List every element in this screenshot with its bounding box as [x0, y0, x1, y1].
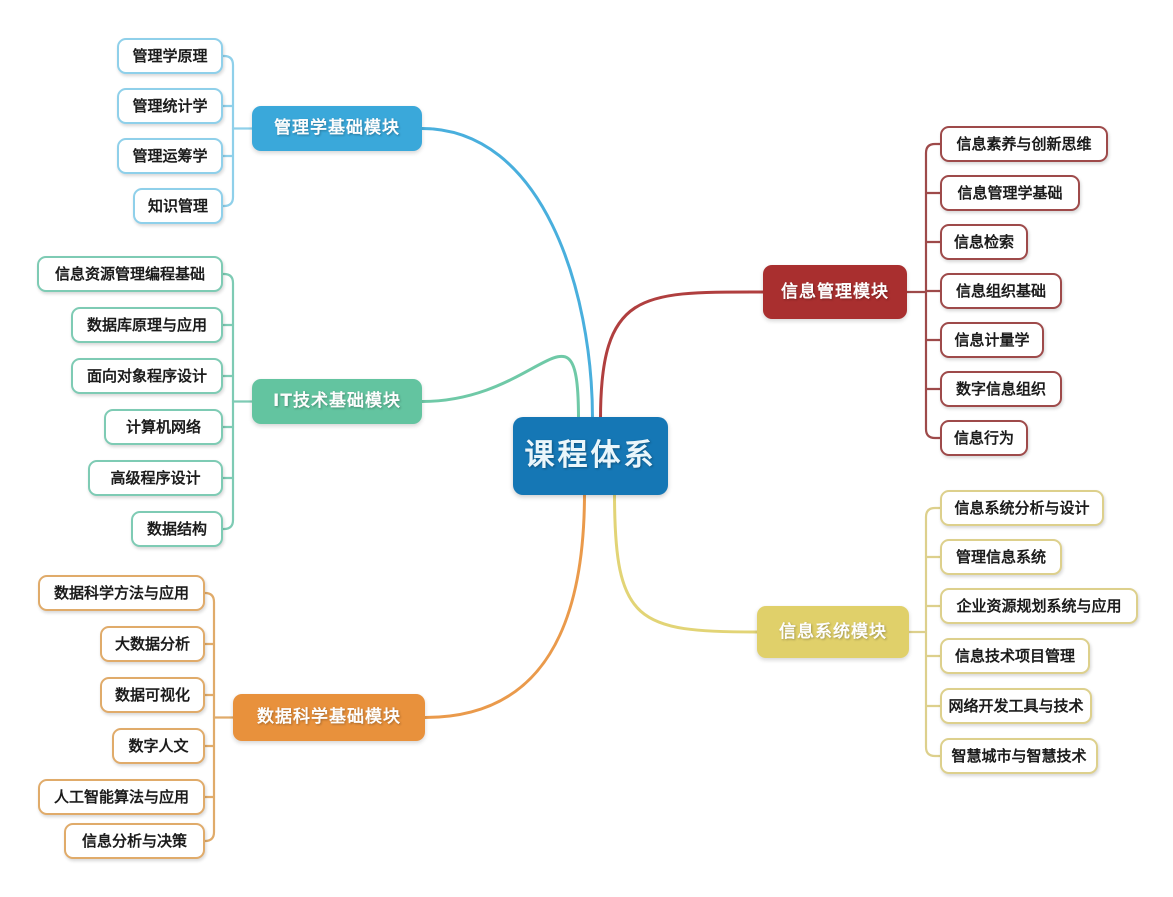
root-node-label: 课程体系 — [524, 438, 657, 473]
module-node-it[interactable]: IT技术基础模块 — [252, 379, 422, 424]
leaf-node-it-1[interactable]: 数据库原理与应用 — [71, 307, 223, 343]
leaf-node-it-5-label: 数据结构 — [146, 519, 207, 538]
leaf-node-infomanagement-4[interactable]: 信息计量学 — [940, 322, 1044, 358]
leaf-node-it-0[interactable]: 信息资源管理编程基础 — [37, 256, 223, 292]
module-node-infomanagement[interactable]: 信息管理模块 — [763, 265, 907, 319]
leaf-node-infomanagement-6[interactable]: 信息行为 — [940, 420, 1028, 456]
module-node-datascience-label: 数据科学基础模块 — [257, 707, 401, 727]
module-node-it-label: IT技术基础模块 — [273, 391, 401, 411]
leaf-node-infomanagement-6-label: 信息行为 — [953, 428, 1014, 447]
leaf-node-infomanagement-1[interactable]: 信息管理学基础 — [940, 175, 1080, 211]
leaf-node-it-5[interactable]: 数据结构 — [131, 511, 223, 547]
leaf-node-it-2[interactable]: 面向对象程序设计 — [71, 358, 223, 394]
leaf-node-infosystem-1-label: 管理信息系统 — [955, 547, 1046, 566]
leaf-node-infosystem-5-label: 智慧城市与智慧技术 — [951, 746, 1087, 765]
module-node-infosystem[interactable]: 信息系统模块 — [757, 606, 909, 658]
leaf-node-management-2[interactable]: 管理运筹学 — [117, 138, 223, 174]
leaf-node-management-1[interactable]: 管理统计学 — [117, 88, 223, 124]
leaf-node-it-0-label: 信息资源管理编程基础 — [54, 264, 205, 283]
leaf-node-datascience-1-label: 大数据分析 — [114, 634, 190, 653]
leaf-node-infosystem-1[interactable]: 管理信息系统 — [940, 539, 1062, 575]
leaf-node-infomanagement-5-label: 数字信息组织 — [955, 379, 1046, 398]
leaf-node-infosystem-4[interactable]: 网络开发工具与技术 — [940, 688, 1092, 724]
leaf-node-datascience-3[interactable]: 数字人文 — [112, 728, 205, 764]
leaf-node-infosystem-3[interactable]: 信息技术项目管理 — [940, 638, 1090, 674]
leaf-node-infomanagement-2-label: 信息检索 — [953, 232, 1014, 251]
leaf-node-it-4[interactable]: 高级程序设计 — [88, 460, 223, 496]
leaf-node-datascience-4-label: 人工智能算法与应用 — [53, 787, 189, 806]
leaf-node-datascience-4[interactable]: 人工智能算法与应用 — [38, 779, 205, 815]
leaf-node-management-3-label: 知识管理 — [147, 196, 208, 215]
module-node-management[interactable]: 管理学基础模块 — [252, 106, 422, 151]
leaf-node-datascience-1[interactable]: 大数据分析 — [100, 626, 205, 662]
leaf-node-infosystem-4-label: 网络开发工具与技术 — [948, 696, 1084, 715]
leaf-node-management-1-label: 管理统计学 — [132, 96, 208, 115]
leaf-node-management-3[interactable]: 知识管理 — [133, 188, 223, 224]
module-node-management-label: 管理学基础模块 — [274, 118, 400, 138]
leaf-node-infosystem-2[interactable]: 企业资源规划系统与应用 — [940, 588, 1138, 624]
leaf-node-datascience-2[interactable]: 数据可视化 — [100, 677, 205, 713]
leaf-node-datascience-5[interactable]: 信息分析与决策 — [64, 823, 205, 859]
leaf-node-datascience-0-label: 数据科学方法与应用 — [53, 583, 189, 602]
leaf-node-management-2-label: 管理运筹学 — [132, 146, 208, 165]
leaf-node-infomanagement-0-label: 信息素养与创新思维 — [956, 134, 1092, 153]
leaf-node-infomanagement-3-label: 信息组织基础 — [955, 281, 1046, 300]
module-node-infomanagement-label: 信息管理模块 — [781, 281, 889, 302]
leaf-node-infomanagement-5[interactable]: 数字信息组织 — [940, 371, 1062, 407]
leaf-node-it-3[interactable]: 计算机网络 — [104, 409, 223, 445]
leaf-node-infomanagement-2[interactable]: 信息检索 — [940, 224, 1028, 260]
module-node-datascience[interactable]: 数据科学基础模块 — [233, 694, 425, 741]
leaf-node-infomanagement-0[interactable]: 信息素养与创新思维 — [940, 126, 1108, 162]
leaf-node-infomanagement-3[interactable]: 信息组织基础 — [940, 273, 1062, 309]
leaf-node-datascience-3-label: 数字人文 — [128, 736, 189, 755]
leaf-node-infosystem-0[interactable]: 信息系统分析与设计 — [940, 490, 1104, 526]
leaf-node-infosystem-5[interactable]: 智慧城市与智慧技术 — [940, 738, 1098, 774]
leaf-node-it-3-label: 计算机网络 — [125, 417, 201, 436]
leaf-node-management-0-label: 管理学原理 — [132, 46, 208, 65]
leaf-node-infomanagement-1-label: 信息管理学基础 — [957, 183, 1063, 202]
leaf-node-infomanagement-4-label: 信息计量学 — [954, 330, 1030, 349]
module-node-infosystem-label: 信息系统模块 — [779, 621, 887, 642]
leaf-node-infosystem-3-label: 信息技术项目管理 — [954, 646, 1075, 665]
leaf-node-management-0[interactable]: 管理学原理 — [117, 38, 223, 74]
leaf-node-it-2-label: 面向对象程序设计 — [86, 366, 207, 385]
leaf-node-datascience-0[interactable]: 数据科学方法与应用 — [38, 575, 205, 611]
leaf-node-infosystem-0-label: 信息系统分析与设计 — [954, 498, 1090, 517]
leaf-node-it-4-label: 高级程序设计 — [110, 468, 201, 487]
leaf-node-it-1-label: 数据库原理与应用 — [86, 315, 207, 334]
root-node[interactable]: 课程体系 — [513, 417, 668, 495]
leaf-node-datascience-2-label: 数据可视化 — [114, 685, 190, 704]
leaf-node-infosystem-2-label: 企业资源规划系统与应用 — [956, 596, 1122, 615]
leaf-node-datascience-5-label: 信息分析与决策 — [81, 831, 187, 850]
